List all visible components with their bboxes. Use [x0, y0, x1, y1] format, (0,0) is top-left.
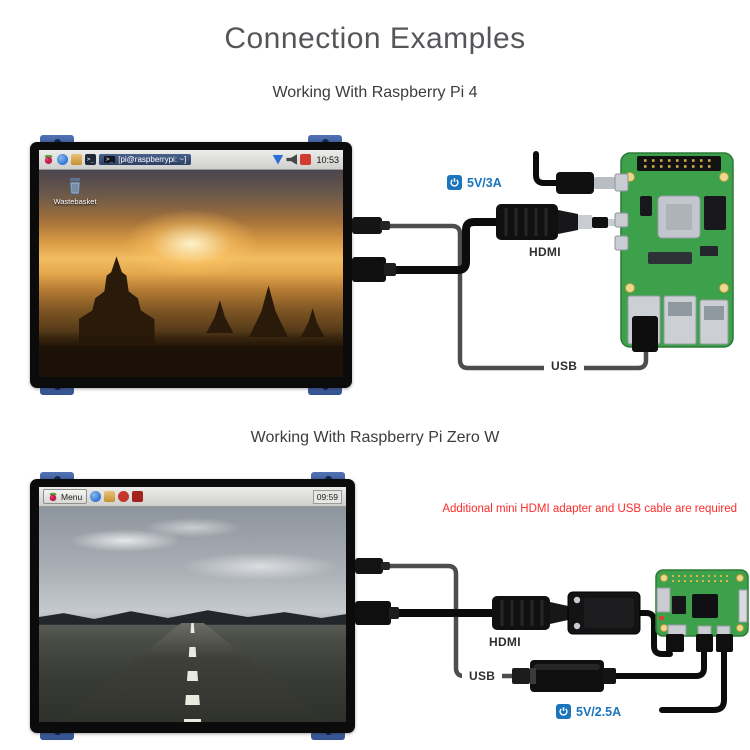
section2-heading: Working With Raspberry Pi Zero W: [250, 429, 500, 446]
mini-hdmi-plug: [666, 634, 684, 652]
power-spec-label-1: 5V/3A: [447, 175, 502, 190]
terminal-icon: >_: [85, 154, 96, 165]
clock: 09:59: [312, 489, 342, 504]
ram-chip: [704, 196, 726, 230]
app-icon: [118, 491, 130, 502]
section1-heading: Working With Raspberry Pi 4: [272, 84, 478, 101]
desktop-wallpaper-sunset: [39, 169, 343, 377]
display-hdmi-plug: [352, 257, 396, 282]
web-browser-icon: [57, 154, 68, 165]
ethernet-port: [699, 299, 729, 345]
display-screen: >_ >_ [pi@raspberrypi: ~] 10:53: [39, 150, 343, 377]
temple-silhouette: [206, 300, 234, 334]
status-icon: [300, 154, 312, 165]
menu-button: Menu: [43, 489, 88, 504]
usb-plug: [632, 316, 658, 352]
foreground: [39, 345, 343, 377]
wastebasket-label: Wastebasket: [53, 197, 97, 206]
hdmi-plug: [496, 204, 617, 240]
page-title: Connection Examples: [224, 22, 526, 55]
usbc-power-port: [614, 173, 629, 192]
mountain-silhouette: [39, 610, 346, 625]
taskbar: >_ >_ [pi@raspberrypi: ~] 10:53: [39, 150, 343, 170]
clock: 10:53: [316, 154, 339, 165]
usb-cable: [387, 563, 517, 679]
file-manager-icon: [71, 154, 82, 165]
raspberry-menu-icon: [43, 154, 54, 165]
display-usb-plug: [352, 217, 390, 234]
power-plug: [556, 172, 616, 194]
usb-port-block-0: [627, 295, 661, 345]
display-hdmi-plug: [355, 601, 399, 625]
power-icon: [447, 175, 462, 190]
otg-cable: [613, 647, 707, 679]
requirement-note: Additional mini HDMI adapter and USB cab…: [442, 503, 737, 515]
display-screen: Menu 09:59: [39, 487, 346, 722]
sd-card-slot: [656, 587, 671, 613]
file-manager-icon: [104, 491, 116, 502]
usb-label-2: USB: [462, 668, 503, 684]
terminal-window-title: [pi@raspberrypi: ~]: [118, 155, 187, 164]
app-icon: [132, 491, 144, 502]
micro-hdmi-port-1: [614, 235, 629, 251]
raspberry-pi4-board: [614, 152, 734, 348]
power-spec-label-2: 5V/2.5A: [556, 704, 621, 719]
terminal-glyph-icon: >_: [104, 156, 116, 163]
taskbar: Menu 09:59: [39, 487, 346, 507]
power-spec-text: 5V/2.5A: [576, 704, 622, 719]
web-browser-icon: [90, 491, 102, 502]
micro-hdmi-port-0: [614, 212, 629, 228]
raspberry-menu-icon: [49, 492, 57, 501]
hdmi-label-2: HDMI: [482, 634, 528, 650]
wastebasket-desktop-icon: Wastebasket: [49, 177, 101, 206]
hdmi-label-1: HDMI: [522, 244, 568, 260]
usb-plug: [696, 634, 713, 652]
power-spec-text: 5V/3A: [467, 175, 502, 190]
soc-chip: [692, 594, 718, 618]
volume-icon: [286, 154, 298, 165]
camera-connector: [648, 252, 692, 264]
mini-hdmi-cable: [637, 610, 673, 657]
display-bezel: Menu 09:59: [30, 479, 355, 733]
power-cable: [533, 151, 561, 186]
mini-hdmi-adapter: [567, 591, 641, 635]
mini-hdmi-port: [667, 624, 687, 636]
terminal-window-task: >_ [pi@raspberrypi: ~]: [99, 154, 192, 165]
wifi-icon: [272, 154, 284, 165]
soc-chip: [657, 195, 701, 239]
menu-label: Menu: [61, 491, 83, 502]
treeline: [39, 331, 343, 350]
usb-label-1: USB: [544, 358, 585, 374]
usb-port-block-1: [663, 295, 697, 345]
hdmi-cable: [390, 218, 504, 274]
usb-cable: [385, 223, 649, 371]
raspberry-pi-zero-board: [655, 569, 749, 637]
lcd-display-pi4: >_ >_ [pi@raspberrypi: ~] 10:53: [30, 135, 352, 395]
power-cable: [659, 647, 727, 713]
micro-usb-power-port: [716, 625, 731, 636]
hdmi-plug: [492, 596, 568, 630]
usb-otg-adapter: [512, 660, 616, 692]
lcd-display-pi-zero: Menu 09:59: [30, 472, 355, 740]
power-icon: [556, 704, 571, 719]
display-bezel: >_ >_ [pi@raspberrypi: ~] 10:53: [30, 142, 352, 388]
led: [659, 616, 664, 620]
display-usb-plug: [355, 558, 390, 574]
temple-silhouette: [248, 285, 289, 338]
camera-connector: [738, 589, 748, 623]
desktop-wallpaper-road: [39, 506, 346, 722]
power-plug: [716, 634, 733, 652]
micro-usb-data-port: [697, 625, 712, 636]
trash-icon: [69, 178, 81, 195]
